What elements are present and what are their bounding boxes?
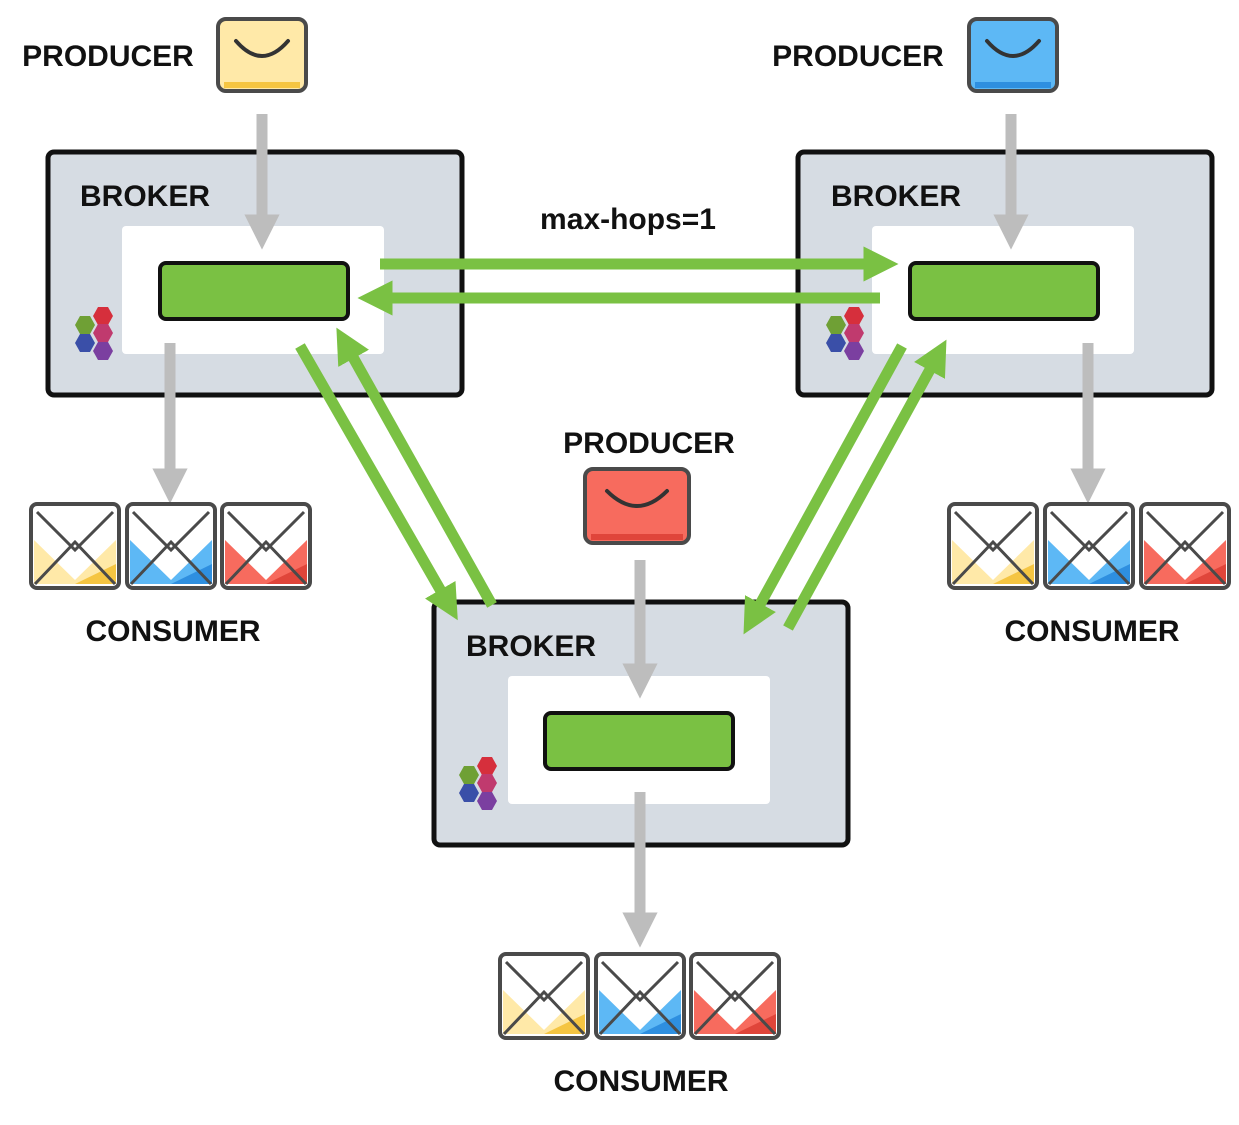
broker-label: BROKER [80,180,210,213]
open-envelope-blue-icon [1043,502,1135,590]
queue [543,711,735,771]
queue [908,261,1100,321]
max-hops-label: max-hops=1 [540,203,716,236]
consumer-bottom: CONSUMER [498,952,781,1098]
envelope-icon [583,467,691,545]
open-envelope-red-icon [220,502,312,590]
broker-top-left: BROKER [45,149,465,398]
open-envelope-yellow-icon [498,952,590,1040]
producer-label: PRODUCER [772,40,944,73]
link-bottom-to-right [783,339,947,631]
open-envelope-blue-icon [125,502,217,590]
producer-top-right: PRODUCER [772,17,1059,93]
consumer-label: CONSUMER [553,1065,728,1098]
producer-label: PRODUCER [22,40,194,73]
broker-label: BROKER [466,630,596,663]
producer-top-left: PRODUCER [22,17,308,93]
queue [158,261,350,321]
open-envelope-yellow-icon [29,502,121,590]
link-bottom-to-left [336,327,497,608]
open-envelope-yellow-icon [947,502,1039,590]
broker-logo-icon [75,307,113,360]
broker-label: BROKER [831,180,961,213]
broker-top-right: BROKER [795,149,1215,398]
cluster-links [295,246,947,635]
link-left-to-bottom [295,343,458,621]
link-right-to-bottom [743,343,907,635]
open-envelope-red-icon [689,952,781,1040]
producer-center: PRODUCER [563,427,735,545]
consumer-label: CONSUMER [85,615,260,648]
envelope-icon [216,17,308,93]
gray-flow-arrows [152,114,1106,948]
consumer-left: CONSUMER [29,502,312,648]
envelope-icon [967,17,1059,93]
producer-label: PRODUCER [563,427,735,460]
open-envelope-blue-icon [594,952,686,1040]
consumer-right: CONSUMER [947,502,1231,648]
broker-logo-icon [826,307,864,360]
consumer-label: CONSUMER [1004,615,1179,648]
open-envelope-red-icon [1139,502,1231,590]
broker-logo-icon [459,757,497,810]
